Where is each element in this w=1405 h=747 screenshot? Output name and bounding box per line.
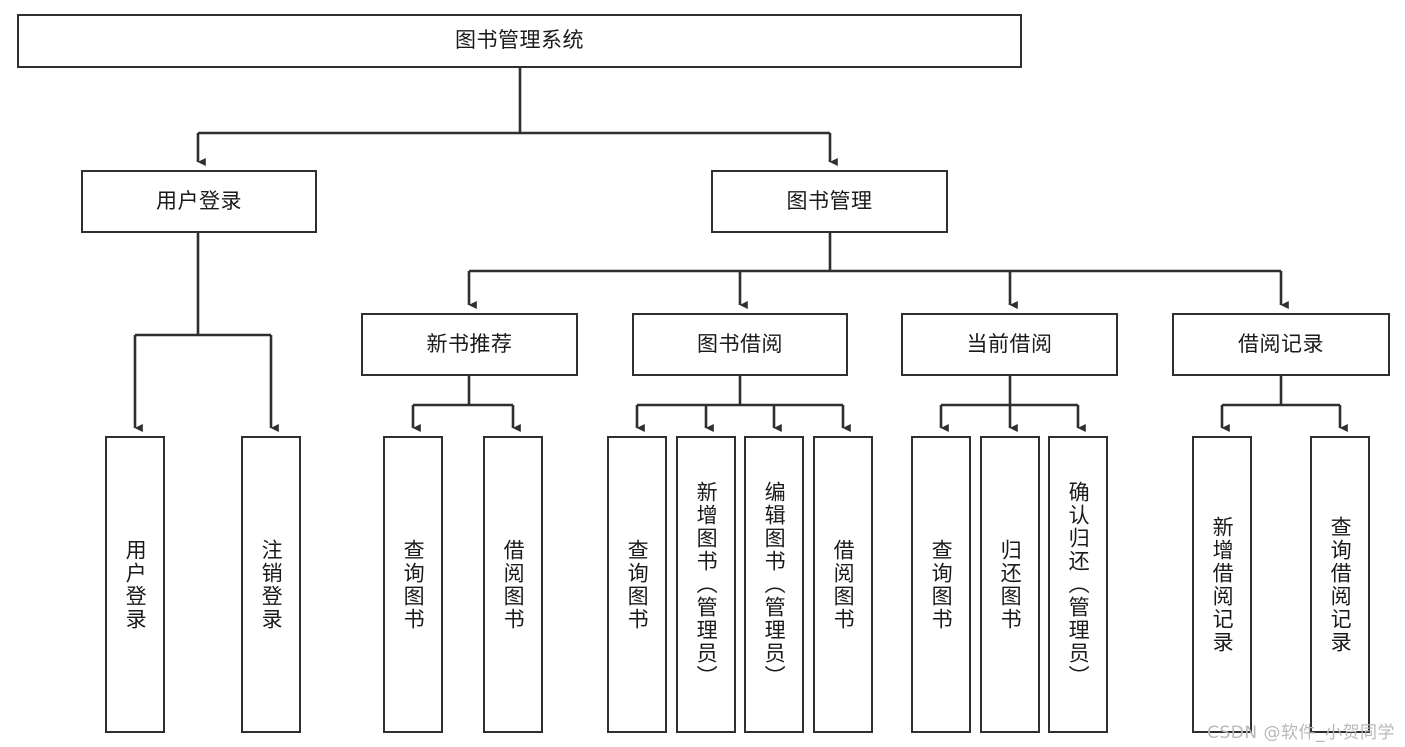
node-leaf-add-book-admin[interactable]: 新增图书（管理员） — [676, 436, 736, 733]
node-label: 当前借阅 — [966, 331, 1053, 356]
node-leaf-borrow-book-recommend[interactable]: 借阅图书 — [483, 436, 543, 733]
node-current-borrow[interactable]: 当前借阅 — [901, 313, 1118, 376]
node-label: 新书推荐 — [426, 331, 513, 356]
node-label: 借阅记录 — [1238, 331, 1324, 356]
node-label: 图书管理 — [786, 188, 873, 213]
node-book-management[interactable]: 图书管理 — [711, 170, 948, 233]
node-label: 确认归还（管理员） — [1066, 481, 1091, 688]
node-user-login[interactable]: 用户登录 — [81, 170, 317, 233]
node-label: 借阅图书 — [501, 538, 526, 631]
node-leaf-return-book[interactable]: 归还图书 — [980, 436, 1040, 733]
node-root-book-management-system[interactable]: 图书管理系统 — [17, 14, 1022, 68]
node-label: 查询图书 — [401, 538, 426, 631]
node-label: 查询借阅记录 — [1328, 515, 1353, 654]
node-borrow-record[interactable]: 借阅记录 — [1172, 313, 1390, 376]
node-label: 用户登录 — [123, 538, 148, 631]
node-label: 查询图书 — [625, 538, 650, 631]
node-leaf-query-book-recommend[interactable]: 查询图书 — [383, 436, 443, 733]
node-leaf-user-login[interactable]: 用户登录 — [105, 436, 165, 733]
node-label: 注销登录 — [259, 538, 284, 631]
node-new-book-recommend[interactable]: 新书推荐 — [361, 313, 578, 376]
node-leaf-query-book-current[interactable]: 查询图书 — [911, 436, 971, 733]
node-label: 借阅图书 — [831, 538, 856, 631]
node-leaf-edit-book-admin[interactable]: 编辑图书（管理员） — [744, 436, 804, 733]
node-leaf-borrow-book[interactable]: 借阅图书 — [813, 436, 873, 733]
node-leaf-logout[interactable]: 注销登录 — [241, 436, 301, 733]
node-book-borrow[interactable]: 图书借阅 — [632, 313, 848, 376]
node-label: 新增图书（管理员） — [694, 481, 719, 688]
node-leaf-query-borrow-record[interactable]: 查询借阅记录 — [1310, 436, 1370, 733]
watermark-text: CSDN @软件_小贺同学 — [1207, 723, 1395, 743]
node-leaf-confirm-return-admin[interactable]: 确认归还（管理员） — [1048, 436, 1108, 733]
node-label: 归还图书 — [998, 538, 1023, 631]
node-label: 图书借阅 — [697, 331, 783, 356]
node-leaf-add-borrow-record[interactable]: 新增借阅记录 — [1192, 436, 1252, 733]
node-label: 新增借阅记录 — [1210, 515, 1235, 654]
node-label: 编辑图书（管理员） — [762, 481, 787, 688]
node-label: 图书管理系统 — [455, 28, 584, 53]
node-label: 查询图书 — [929, 538, 954, 631]
node-label: 用户登录 — [156, 188, 242, 213]
node-leaf-query-book-borrow[interactable]: 查询图书 — [607, 436, 667, 733]
